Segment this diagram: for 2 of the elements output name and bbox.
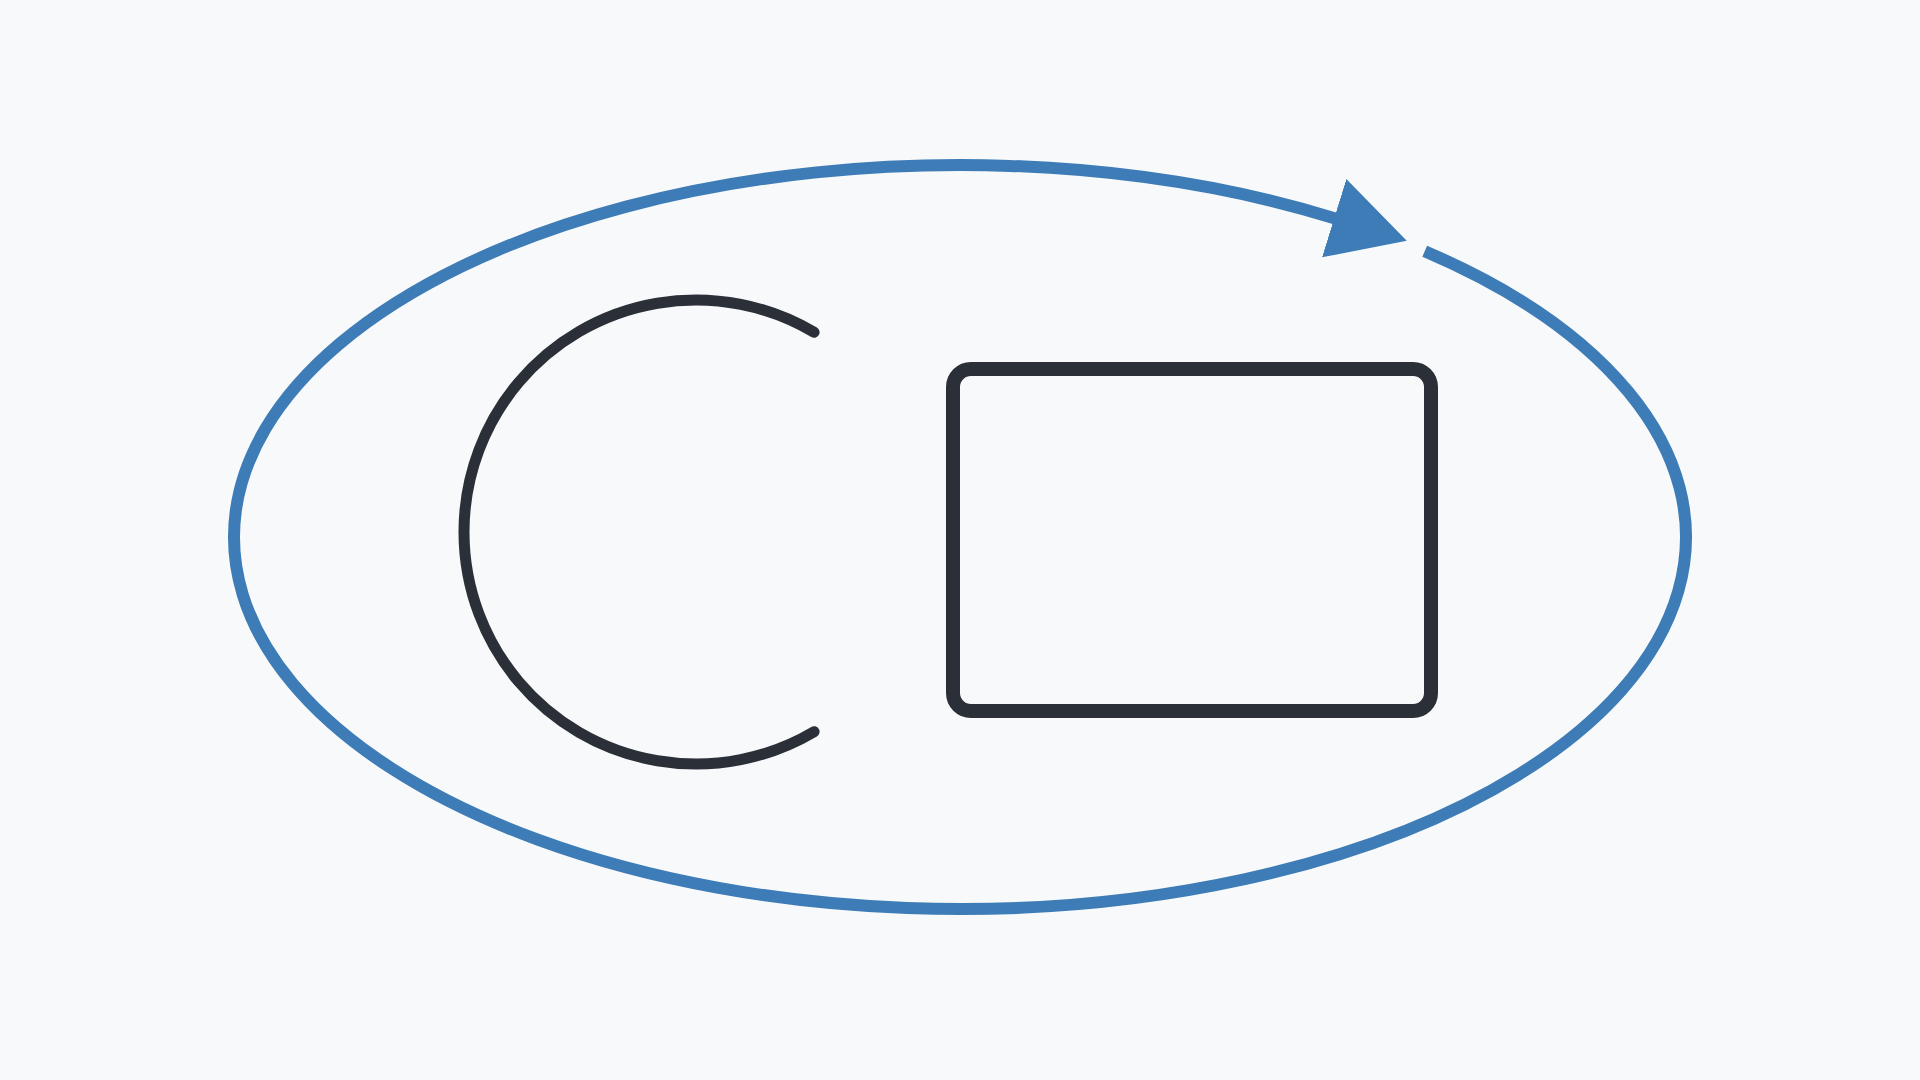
rounded-rectangle [944, 360, 1440, 720]
open-arc [458, 296, 822, 772]
